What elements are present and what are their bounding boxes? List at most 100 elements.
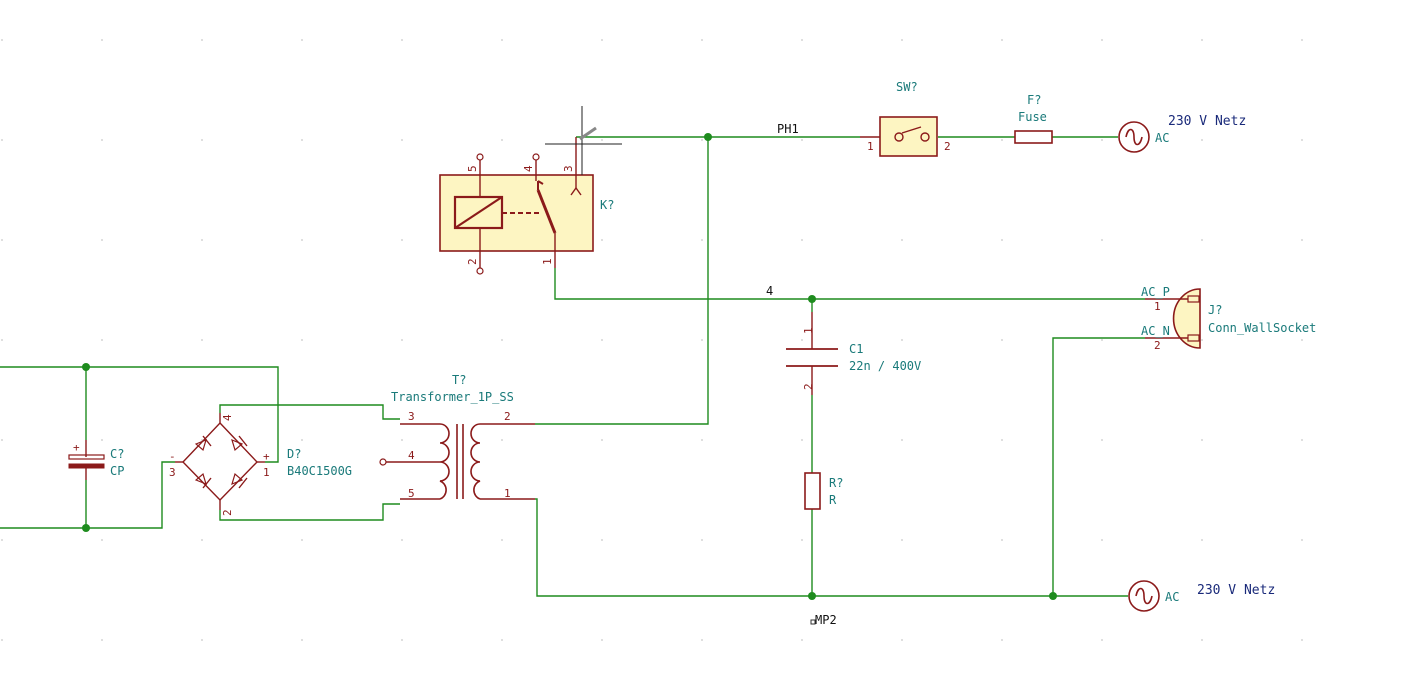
grid-dot <box>501 139 503 141</box>
grid-dot <box>601 39 603 41</box>
ac-source-bottom[interactable]: AC 230 V Netz <box>1128 580 1275 612</box>
junction <box>82 363 90 371</box>
transformer-value: Transformer_1P_SS <box>391 390 514 404</box>
relay-pin-5: 5 <box>466 165 479 172</box>
grid-dot <box>601 439 603 441</box>
grid-dot <box>1201 39 1203 41</box>
grid-dot <box>1 239 3 241</box>
wire-dc-minus[interactable] <box>0 461 175 529</box>
capacitor-c1[interactable]: 1 2 C1 22n / 400V <box>786 312 921 395</box>
grid-dot <box>601 539 603 541</box>
transformer-pin-1: 1 <box>504 487 511 500</box>
grid-dot <box>701 339 703 341</box>
grid-dot <box>1 339 3 341</box>
c1-value: 22n / 400V <box>849 359 921 373</box>
relay-k[interactable]: 5 4 3 2 1 K? <box>439 106 622 275</box>
fuse-value: Fuse <box>1018 110 1047 124</box>
switch-pin-1: 1 <box>867 140 874 153</box>
grid-dot <box>201 439 203 441</box>
wire-dc-plus[interactable] <box>0 366 279 463</box>
grid-dot <box>501 539 503 541</box>
grid-dot <box>1201 639 1203 641</box>
grid-dot <box>101 639 103 641</box>
bridge-pin-2: 2 <box>221 509 234 516</box>
grid-dot <box>501 639 503 641</box>
fuse-f[interactable]: F? Fuse <box>1014 93 1053 144</box>
grid-dot <box>901 639 903 641</box>
grid-dot <box>1 39 3 41</box>
wire-net4[interactable] <box>554 268 1145 300</box>
relay-ref: K? <box>600 198 614 212</box>
grid-dot <box>1101 39 1103 41</box>
junction <box>1049 592 1057 600</box>
socket-pin2-name: AC_N <box>1141 324 1170 338</box>
grid-dot <box>1201 139 1203 141</box>
grid-dot <box>1201 439 1203 441</box>
net-label-4[interactable]: 4 <box>766 284 773 298</box>
grid-dot <box>1001 239 1003 241</box>
socket-pin2: 2 <box>1154 339 1161 352</box>
grid-dot <box>1 439 3 441</box>
grid-dot <box>201 39 203 41</box>
grid-dot <box>1101 439 1103 441</box>
wire-bottom-return[interactable] <box>535 498 1128 597</box>
bridge-rectifier-d[interactable]: - + 4 3 1 2 D? B40C1500G <box>169 413 352 516</box>
resistor-value: R <box>829 493 837 507</box>
grid-dot <box>501 39 503 41</box>
ac-bottom-label: 230 V Netz <box>1197 583 1275 598</box>
grid-dot <box>1001 639 1003 641</box>
grid-dot <box>301 339 303 341</box>
grid-dot <box>401 339 403 341</box>
socket-pin1: 1 <box>1154 300 1161 313</box>
grid-dot <box>101 239 103 241</box>
relay-pin-1: 1 <box>541 258 554 265</box>
grid-dot <box>301 639 303 641</box>
grid-dot <box>901 439 903 441</box>
capacitor-cp[interactable]: + C? CP <box>68 440 124 480</box>
grid-dot <box>701 239 703 241</box>
grid-dot <box>801 139 803 141</box>
grid-dot <box>1001 539 1003 541</box>
bridge-minus: - <box>169 450 176 463</box>
mp2-marker[interactable]: MP2 <box>810 613 837 627</box>
wire-bridge2-t5[interactable] <box>219 503 400 521</box>
grid-dot <box>401 439 403 441</box>
grid-dot <box>1 539 3 541</box>
grid-dot <box>1101 639 1103 641</box>
bridge-pin-1: 1 <box>263 466 270 479</box>
grid-dot <box>801 39 803 41</box>
resistor-r[interactable]: R? R <box>804 472 843 510</box>
grid-dot <box>1001 339 1003 341</box>
wires <box>0 136 1145 597</box>
ac-bottom-value: AC <box>1165 590 1179 604</box>
grid-dot <box>301 239 303 241</box>
grid-dot <box>901 539 903 541</box>
net-label-ph1[interactable]: PH1 <box>777 122 799 136</box>
grid-dot <box>601 139 603 141</box>
grid-dot <box>901 239 903 241</box>
grid-dot <box>1101 239 1103 241</box>
grid-dot <box>1 139 3 141</box>
grid-dot <box>601 639 603 641</box>
grid-dot <box>901 339 903 341</box>
wall-socket-j[interactable]: AC_P 1 AC_N 2 J? Conn_WallSocket <box>1141 285 1316 352</box>
transformer-pin-5: 5 <box>408 487 415 500</box>
switch-sw[interactable]: 1 2 SW? <box>860 80 951 157</box>
transformer-ref: T? <box>452 373 466 387</box>
transformer-t[interactable]: 3 4 5 2 1 T? Transformer_1P_SS <box>379 373 535 500</box>
wire-ph1-transformer[interactable] <box>535 137 709 425</box>
grid-dot <box>701 139 703 141</box>
bridge-value: B40C1500G <box>287 464 352 478</box>
relay-pin-2: 2 <box>466 258 479 265</box>
bridge-pin-4: 4 <box>221 414 234 421</box>
grid-dot <box>1 639 3 641</box>
grid-dot <box>1001 39 1003 41</box>
grid-dot <box>1301 439 1303 441</box>
grid-dot <box>301 39 303 41</box>
wire-bridge4-t3[interactable] <box>219 404 400 420</box>
wire-socket-n[interactable] <box>1052 337 1145 596</box>
ac-source-top[interactable]: 230 V Netz AC <box>1118 114 1246 153</box>
grid-dot <box>801 439 803 441</box>
